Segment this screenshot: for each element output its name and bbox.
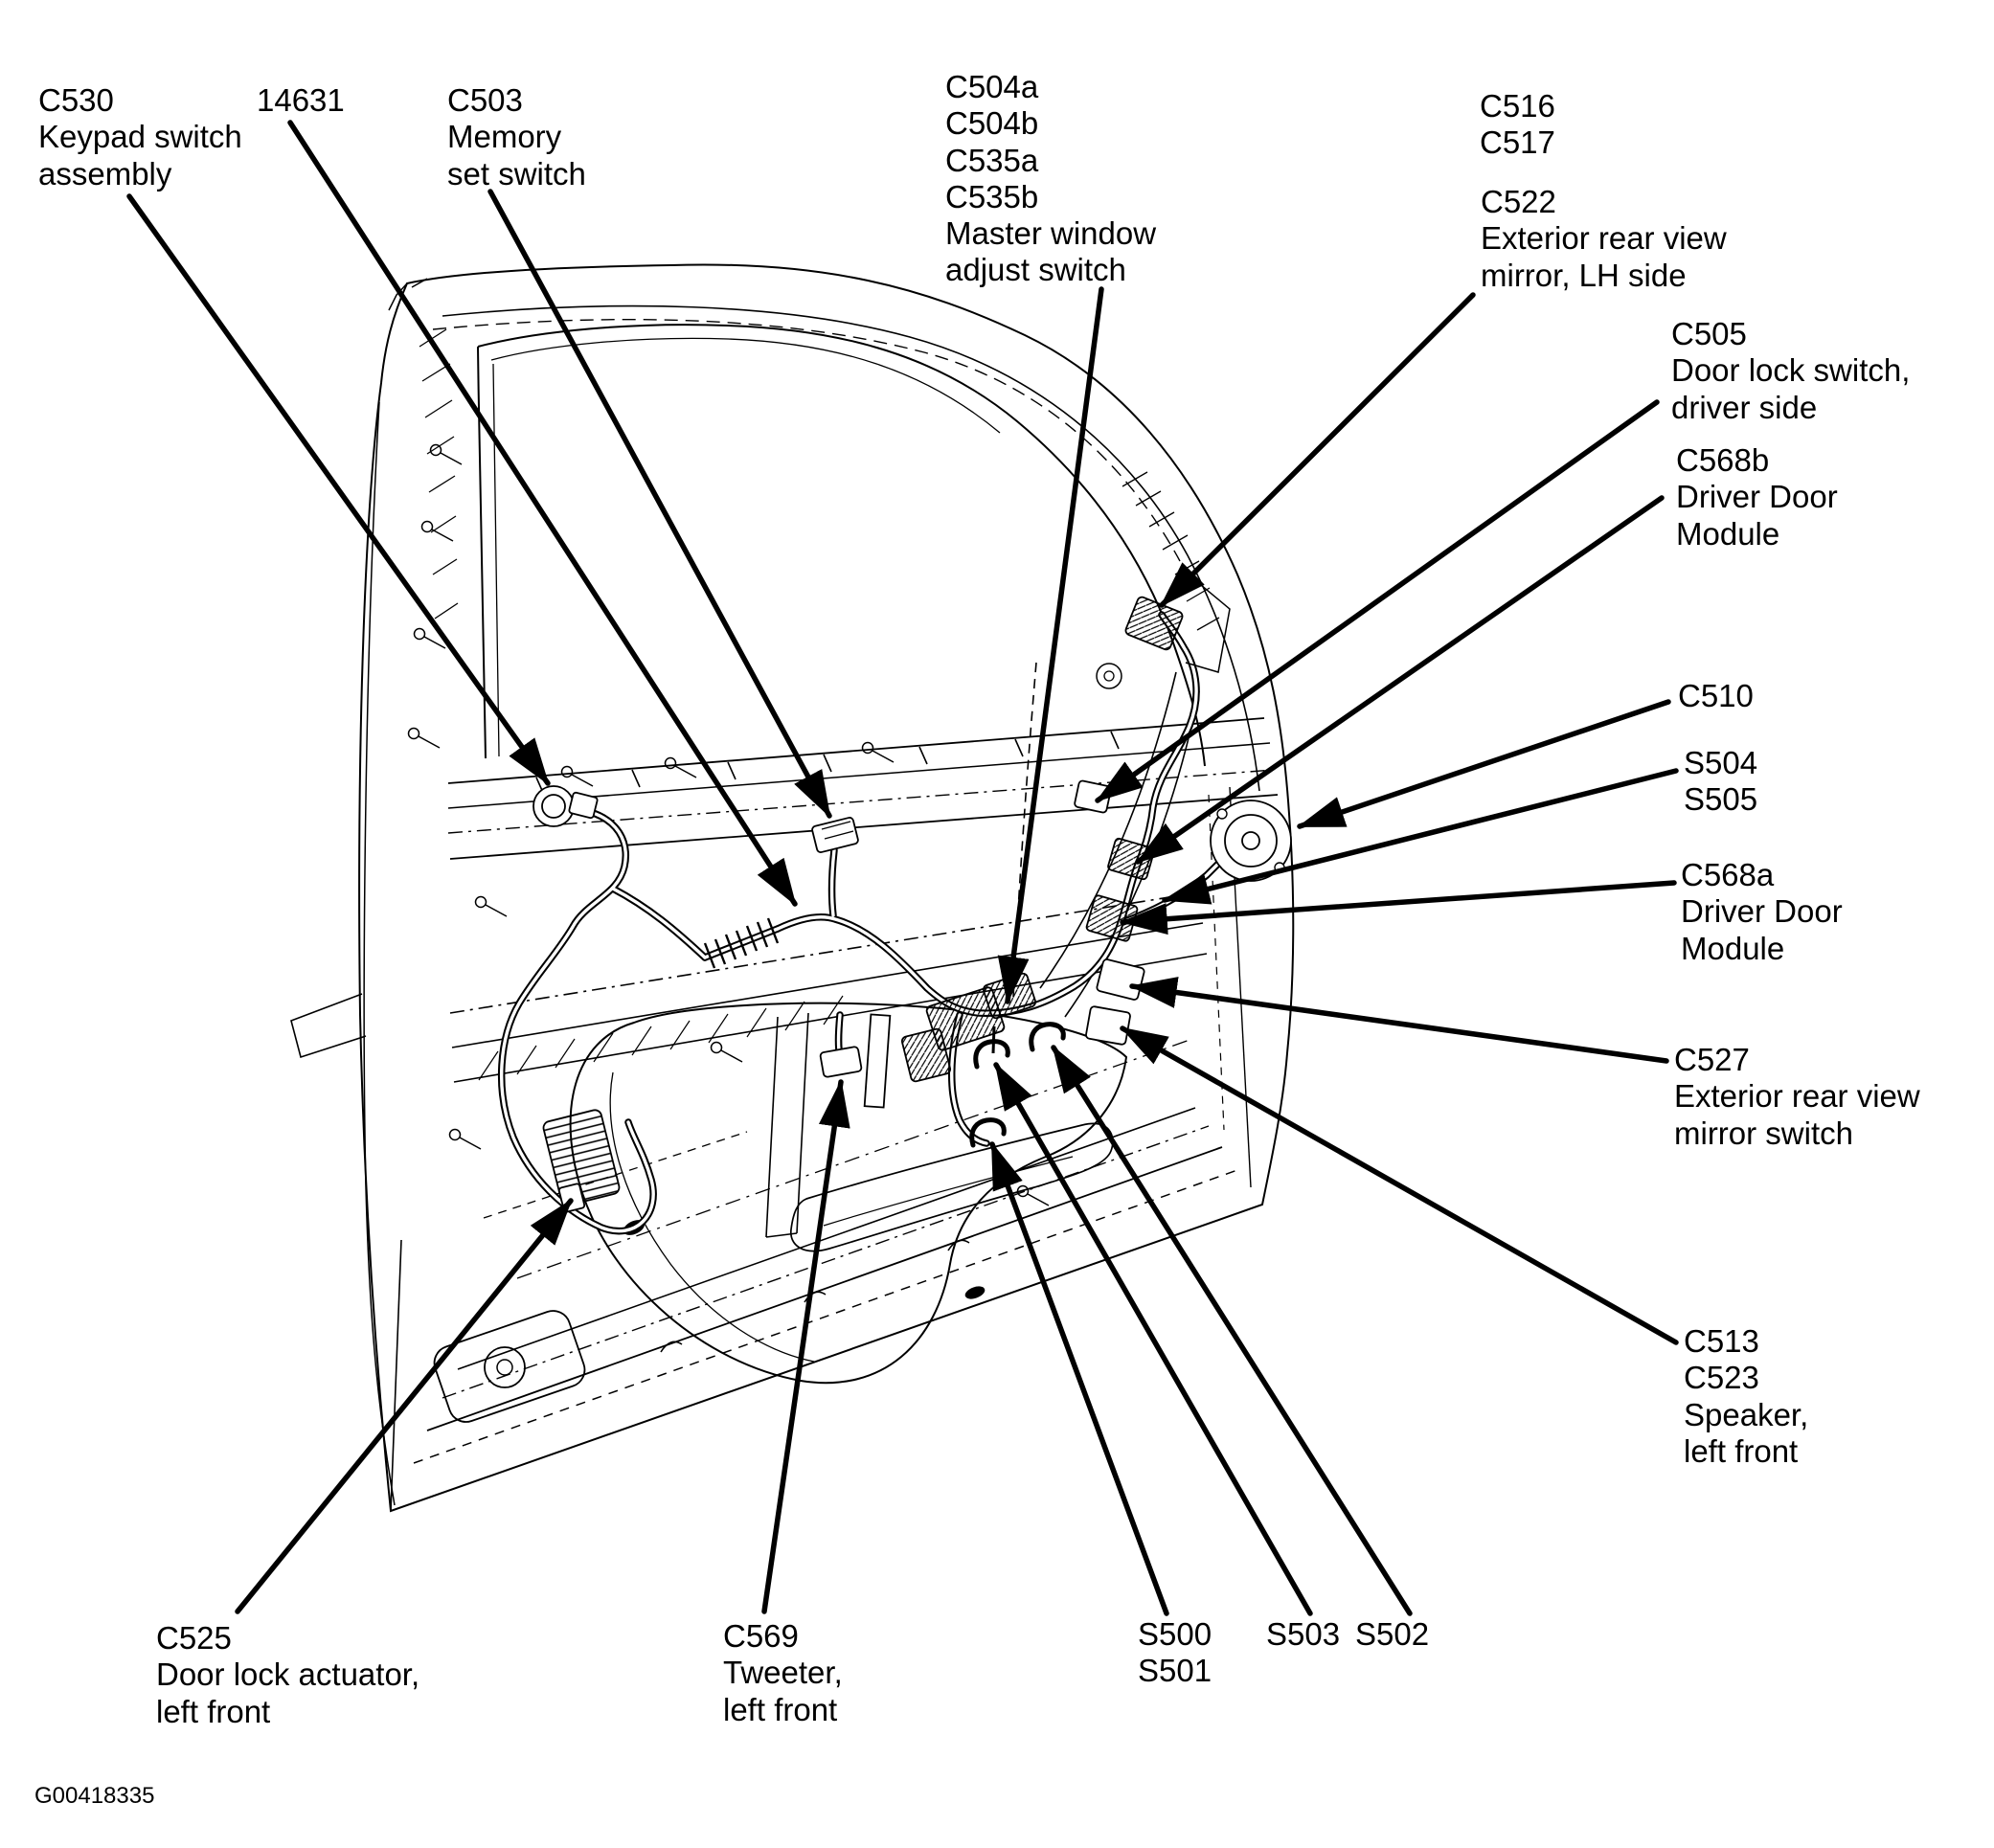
callout-c503: C503 Memory set switch — [447, 82, 586, 192]
leader-lines — [126, 120, 1679, 1616]
door-body — [290, 263, 1295, 1513]
keypad-switch-connector-c530 — [532, 785, 599, 827]
master-window-switch-connectors-c504-c535 — [863, 972, 1036, 1109]
callout-c525: C525 Door lock actuator, left front — [156, 1620, 420, 1729]
callout-c505: C505 Door lock switch, driver side — [1671, 316, 1911, 425]
leader-c568a — [1120, 880, 1677, 922]
window-frame-line-2 — [432, 318, 1181, 562]
leader-c504 — [1008, 286, 1104, 1004]
leader-c530 — [126, 193, 551, 786]
mirror-connector-c516-c517-c522 — [1096, 579, 1231, 689]
leader-c527 — [1129, 986, 1669, 1064]
center-rail — [765, 1012, 809, 1238]
callout-c530: C530 Keypad switch assembly — [38, 82, 242, 192]
round-connector-c510 — [1210, 800, 1292, 882]
panel-opening-echo — [609, 1071, 815, 1363]
window-frame-line-1 — [442, 304, 1260, 792]
pocket-detail — [433, 1310, 586, 1423]
leader-c569 — [761, 1079, 841, 1614]
leader-s504-s505 — [1162, 768, 1679, 900]
grommet-dark-2 — [964, 1286, 986, 1299]
leader-c513-c523 — [1120, 1025, 1679, 1345]
inner-panel — [449, 662, 1252, 1385]
leader-s503 — [993, 1062, 1313, 1616]
leader-c568b — [1135, 495, 1665, 865]
leader-c505 — [1095, 399, 1660, 803]
window-opening-top — [477, 324, 1206, 767]
callout-c527: C527 Exterior rear view mirror switch — [1674, 1042, 1920, 1151]
screw-symbols — [407, 443, 1050, 1299]
callout-c569: C569 Tweeter, left front — [723, 1618, 843, 1727]
front-edge-inner — [363, 401, 396, 1506]
callout-s500-s501: S500 S501 — [1138, 1616, 1212, 1689]
leader-c503 — [487, 189, 832, 819]
callout-c522-mirror: C522 Exterior rear view mirror, LH side — [1481, 184, 1727, 293]
corner-wedge — [390, 1239, 402, 1512]
belt-band — [447, 717, 1279, 860]
speaker-connector-c513-c523 — [1085, 1005, 1131, 1046]
face-line-1 — [516, 1038, 1193, 1279]
callout-14631: 14631 — [257, 82, 345, 118]
boot-ribs — [703, 917, 780, 969]
leader-c516-c522 — [1159, 292, 1476, 608]
panel-hatch — [478, 995, 844, 1081]
splice-s500-hook — [969, 1117, 1007, 1148]
tweeter-connector-c569 — [819, 1046, 863, 1078]
splice-hooks — [969, 1022, 1066, 1148]
belt-clips — [535, 731, 1120, 796]
door-outline — [358, 263, 1295, 1513]
callout-c510: C510 — [1678, 678, 1754, 713]
callout-c568b: C568b Driver Door Module — [1676, 442, 1838, 552]
callout-c504-c535: C504a C504b C535a C535b Master window ad… — [945, 69, 1157, 288]
pillar-hatch — [419, 328, 459, 620]
callout-c513-c523: C513 C523 Speaker, left front — [1684, 1323, 1809, 1469]
sill-band — [390, 1107, 1238, 1512]
callout-s504-s505: S504 S505 — [1684, 745, 1758, 818]
figure-id-code: G00418335 — [34, 1783, 155, 1809]
sill-bumps — [660, 1239, 970, 1353]
callout-s503: S503 — [1266, 1616, 1341, 1652]
callout-c568a: C568a Driver Door Module — [1681, 857, 1843, 966]
leader-s502 — [1051, 1045, 1413, 1616]
memory-set-switch-connector-c503 — [811, 817, 859, 853]
corner-step — [388, 278, 428, 311]
callout-c516-c517: C516 C517 — [1480, 88, 1555, 161]
splice-s502-hook — [1029, 1022, 1066, 1052]
leader-s500-s501 — [989, 1141, 1169, 1616]
window-opening-left — [477, 346, 487, 759]
armrest-echo — [823, 1156, 1074, 1227]
regulator-arc-1 — [1039, 671, 1177, 989]
front-edge-flap — [290, 993, 367, 1059]
window-opening-echo — [490, 337, 1001, 757]
leader-14631 — [287, 120, 798, 907]
callout-s502: S502 — [1355, 1616, 1430, 1652]
splice-s503-hook — [973, 1039, 1010, 1070]
panel-opening — [569, 1002, 1128, 1385]
leader-c525 — [235, 1198, 574, 1614]
rear-face-dash — [1208, 794, 1225, 1131]
leader-c510 — [1297, 699, 1671, 829]
